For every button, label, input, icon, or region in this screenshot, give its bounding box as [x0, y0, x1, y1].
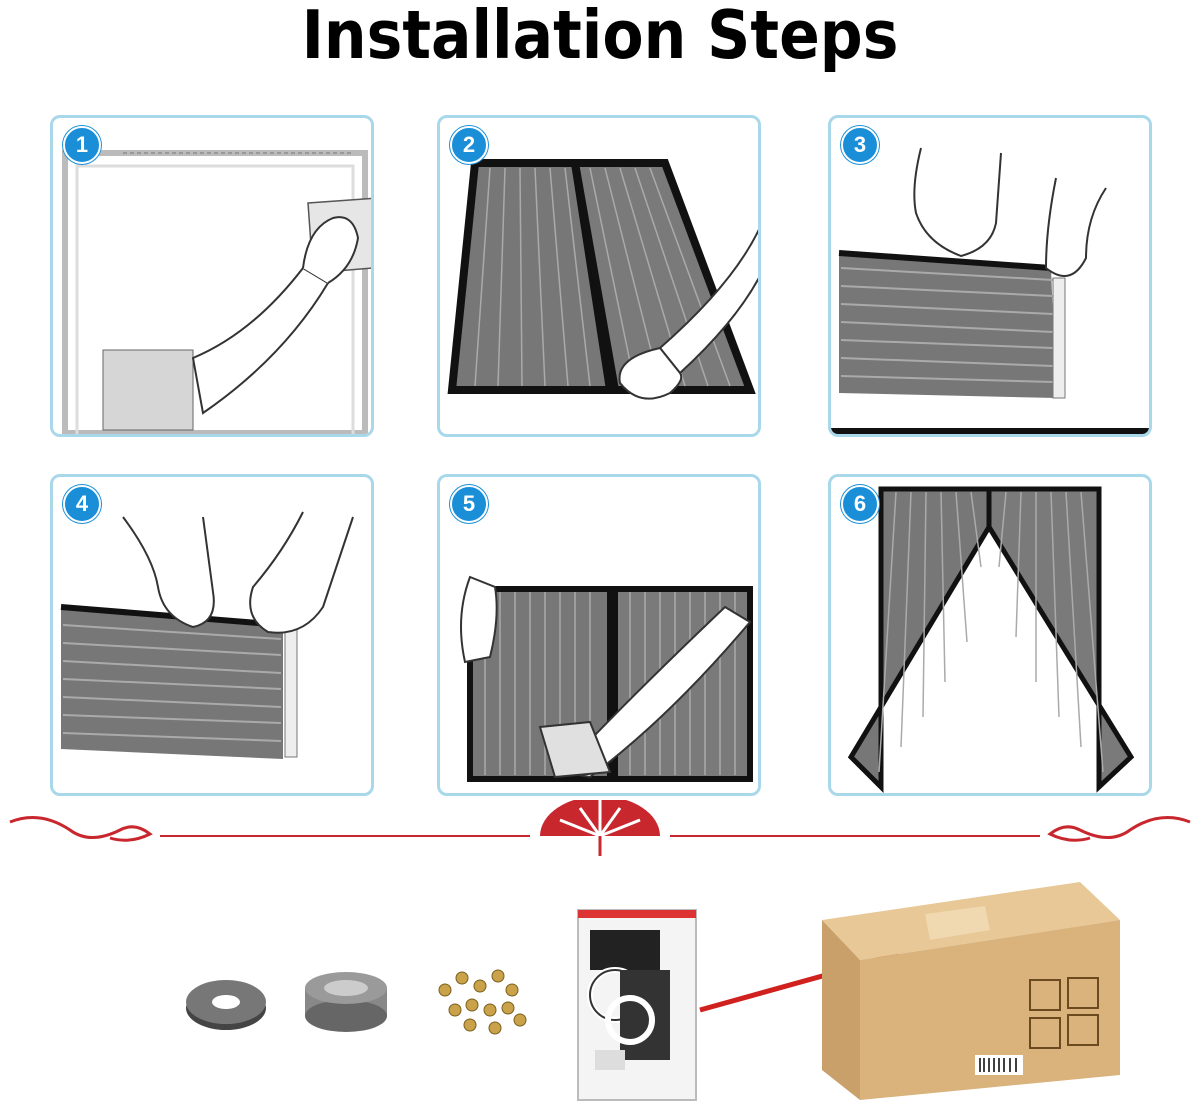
step-2-badge: 2	[450, 126, 488, 164]
loop-tape-roll-icon	[305, 972, 387, 1032]
step-1-badge: 1	[63, 126, 101, 164]
shipping-box-icon	[822, 882, 1120, 1100]
attach-top-icon	[831, 147, 1149, 434]
step-5-badge: 5	[450, 485, 488, 523]
step-5-panel: 5	[437, 474, 761, 796]
step-6-badge: 6	[841, 485, 879, 523]
package-contents	[186, 882, 1120, 1101]
step-3-badge: 3	[841, 126, 879, 164]
step-3-panel: 3	[828, 115, 1152, 437]
hook-tape-roll-icon	[186, 980, 266, 1030]
push-pins-icon	[438, 969, 527, 1035]
step-2-panel: 2	[437, 115, 761, 437]
lay-out-screen-icon	[447, 159, 758, 400]
ornamental-divider	[9, 800, 1191, 856]
step-4-panel: 4	[50, 474, 374, 796]
attach-sides-icon	[460, 575, 753, 782]
step-6-panel: 6	[828, 474, 1152, 796]
step-4-badge: 4	[63, 485, 101, 523]
finished-curtain-icon	[847, 486, 1135, 793]
clean-frame-icon	[62, 150, 371, 434]
accessory-bag-icon	[577, 909, 697, 1101]
step-1-panel: 1	[50, 115, 374, 437]
press-velcro-icon	[60, 511, 354, 759]
page-title: Installation Steps	[301, 0, 899, 76]
